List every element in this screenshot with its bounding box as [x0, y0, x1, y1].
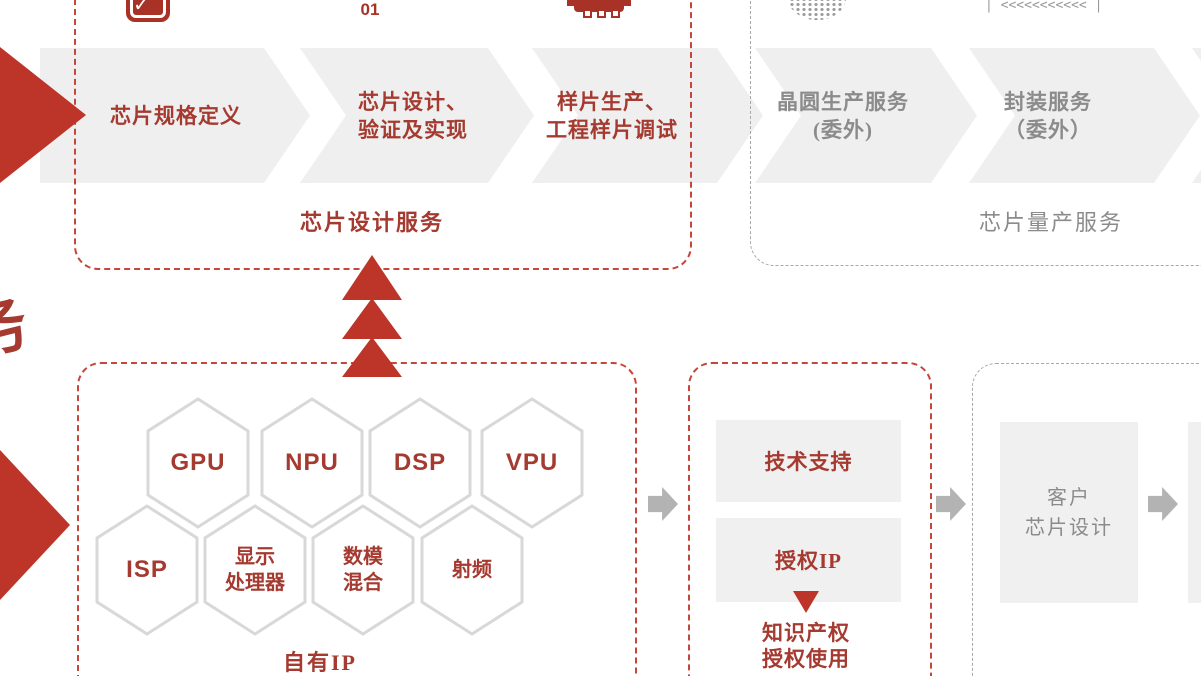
flow-step-5-line-2: （委外） [1004, 117, 1092, 142]
binary-code-icon: 1010 01 [342, 0, 398, 18]
up-triangle-1 [342, 255, 402, 300]
tech-support-label: 技术支持 [764, 450, 853, 474]
hex-vpu-label: VPU [505, 449, 559, 476]
hex-display-processor: 显示 处理器 [201, 504, 309, 636]
up-triangle-2 [342, 298, 402, 339]
license-note-line-1: 知识产权 [762, 621, 850, 645]
hex-vpu: VPU [478, 397, 586, 529]
down-triangle-icon [793, 591, 819, 613]
flow-step-1-line-1: 芯片规格定义 [110, 103, 242, 128]
side-service-character: 务 [0, 289, 36, 371]
hex-isp-label: ISP [126, 556, 168, 583]
hex-display-line-1: 显示 [235, 546, 275, 568]
flow-step-1-label: 芯片规格定义 [76, 48, 276, 183]
hex-isp: ISP [93, 504, 201, 636]
hex-vpu-outline [480, 397, 584, 529]
hex-mixed-signal: 数模 混合 [309, 504, 417, 636]
wafer-icon [788, 0, 846, 20]
flow-step-5-label: 封装服务 （委外） [948, 48, 1148, 183]
down-triangle-shape [793, 591, 819, 613]
hex-mixed-line-1: 数模 [343, 546, 383, 568]
flow-step-3-line-1: 样片生产、 [557, 89, 667, 114]
mass-production-box [750, 0, 1201, 266]
next-stage-panel-partial [1188, 422, 1201, 603]
arrow-license-to-customer [936, 487, 966, 521]
design-service-box [74, 0, 692, 270]
license-box [688, 362, 932, 676]
hex-display-line-2: 处理器 [225, 572, 285, 594]
up-triangle-3 [342, 337, 402, 377]
binary-line1: 1010 [342, 0, 398, 1]
chip-pin-left [567, 0, 575, 6]
triple-up-arrow [342, 255, 402, 377]
license-note: 知识产权 授权使用 [726, 620, 886, 672]
flow-step-4-label: 晶圆生产服务 (委外) [743, 48, 943, 183]
hex-rf: 射频 [418, 504, 526, 636]
left-bottom-red-arrow [0, 450, 70, 600]
checklist-icon-inner [130, 0, 166, 18]
hex-dsp-outline [368, 397, 472, 529]
hex-dsp-label: DSP [393, 449, 447, 476]
hex-gpu-outline [146, 397, 250, 529]
hex-display-outline [203, 504, 307, 636]
binary-line2: 01 [360, 0, 380, 19]
tech-support-panel: 技术支持 [716, 420, 901, 502]
hex-gpu: GPU [144, 397, 252, 529]
customer-line-2: 芯片设计 [1025, 516, 1113, 539]
chip-pin-right [623, 0, 631, 6]
design-service-label: 芯片设计服务 [299, 210, 444, 235]
flow-step-4-line-2: (委外) [813, 117, 873, 142]
customer-design-box [972, 363, 1201, 676]
chip-pin-bottom-3 [611, 9, 620, 18]
flow-step-2-line-1: 芯片设计、 [358, 89, 468, 114]
flow-step-3-line-2: 工程样片调试 [546, 117, 678, 142]
package-pins-icon: | <<<<<<<<<<< | [985, 0, 1103, 13]
licensed-ip-panel: 授权IP [716, 518, 901, 602]
hex-gpu-label: GPU [170, 449, 226, 476]
chip-pin-bottom-2 [597, 9, 606, 18]
flow-step-2-label: 芯片设计、 验证及实现 [313, 48, 513, 183]
license-note-line-2: 授权使用 [762, 647, 850, 671]
flow-step-2-line-2: 验证及实现 [358, 117, 468, 142]
hex-isp-outline [95, 504, 199, 636]
flow-step-5-line-1: 封装服务 [1004, 89, 1092, 114]
hex-npu-label: NPU [285, 449, 339, 476]
flow-step-4-line-1: 晶圆生产服务 [777, 89, 909, 114]
customer-line-1: 客户 [1047, 486, 1091, 509]
hex-rf-label: 射频 [452, 559, 492, 581]
mass-production-label: 芯片量产服务 [978, 210, 1123, 235]
hex-npu-outline [260, 397, 364, 529]
flow-step-3-label: 样片生产、 工程样片调试 [512, 48, 712, 183]
hex-rf-outline [420, 504, 524, 636]
arrow-ip-to-license [648, 487, 678, 521]
hex-mixed-outline [311, 504, 415, 636]
checklist-icon: ✓ [126, 0, 170, 22]
own-ip-label: 自有IP [282, 650, 357, 675]
hex-dsp: DSP [366, 397, 474, 529]
hex-npu: NPU [258, 397, 366, 529]
chip-icon [567, 0, 631, 22]
hex-mixed-line-2: 混合 [343, 572, 383, 594]
chip-pin-bottom-1 [583, 9, 592, 18]
checklist-check-glyph: ✓ [133, 0, 150, 16]
licensed-ip-label: 授权IP [775, 549, 842, 573]
customer-design-panel: 客户 芯片设计 [1000, 422, 1138, 603]
